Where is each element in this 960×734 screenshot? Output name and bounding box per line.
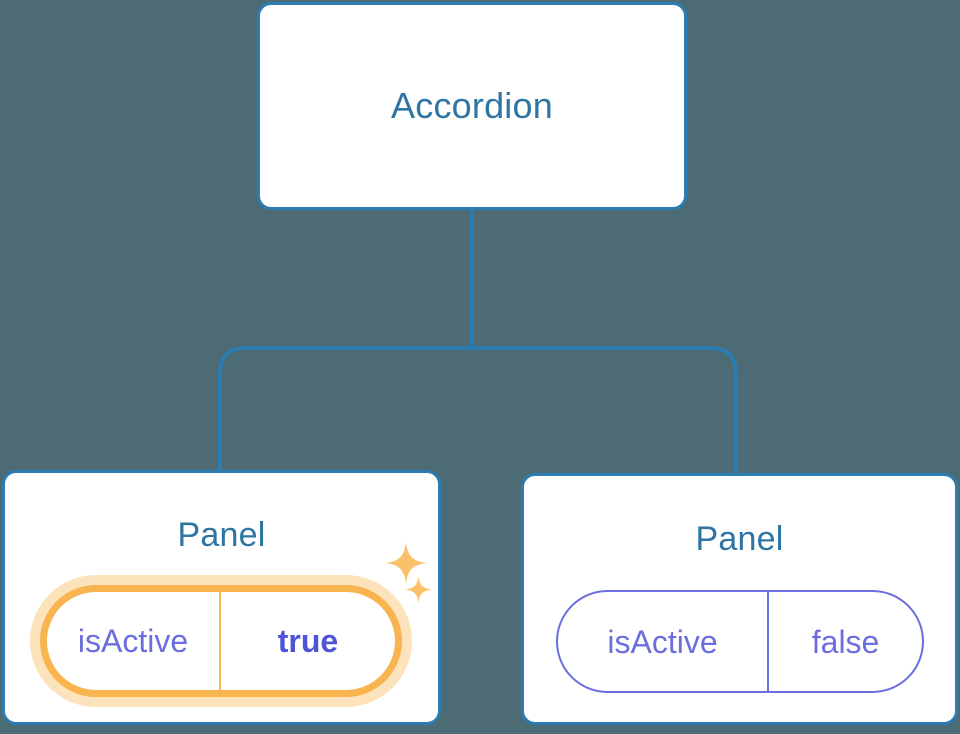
prop-pill-isactive-true[interactable]: isActive true bbox=[40, 585, 402, 697]
prop-pill-highlight-glow: isActive true bbox=[30, 575, 412, 707]
node-accordion[interactable]: Accordion bbox=[257, 2, 687, 210]
node-accordion-title: Accordion bbox=[391, 85, 553, 126]
prop-value: false bbox=[811, 623, 880, 660]
prop-key: isActive bbox=[47, 592, 221, 690]
connector-branch-right bbox=[472, 346, 738, 474]
node-panel-inactive-title: Panel bbox=[695, 520, 784, 558]
prop-pill-isactive-false[interactable]: isActive false bbox=[556, 590, 924, 693]
prop-key: isActive bbox=[558, 592, 770, 691]
node-panel-active-title: Panel bbox=[177, 516, 266, 554]
prop-value: true bbox=[277, 623, 339, 659]
connector-branch-left bbox=[218, 346, 472, 472]
